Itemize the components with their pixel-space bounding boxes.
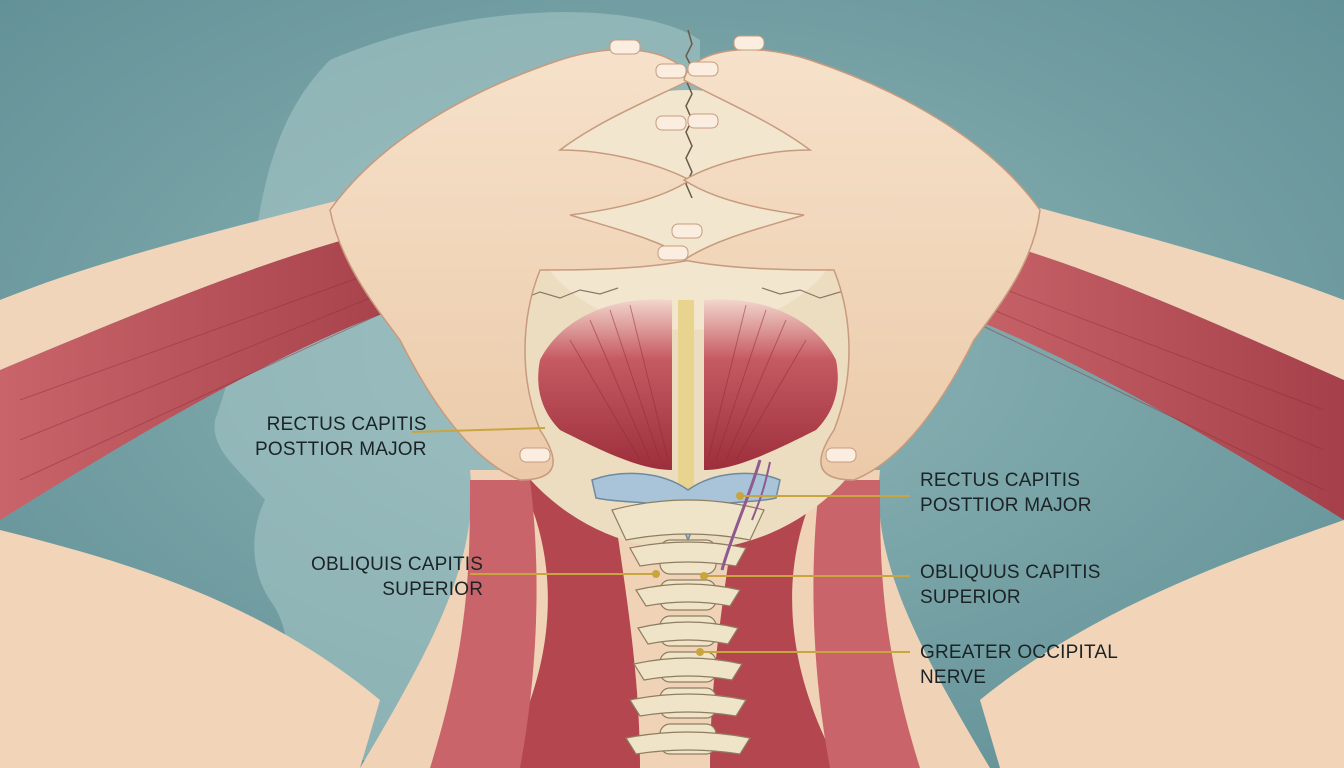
right-forearm (950, 240, 1344, 520)
label-obliquis-capitis-left: OBLIQUIS CAPITIS SUPERIOR (311, 552, 483, 602)
right-shoulder (980, 520, 1344, 768)
label-line: OBLIQUIS CAPITIS (311, 554, 484, 575)
nuchal-ligament (678, 300, 694, 490)
right-scm (813, 480, 920, 768)
label-rectus-capitis-left: RECTUS CAPITIS POSTTIOR MAJOR (255, 412, 427, 462)
left-forearm-skin (0, 200, 380, 370)
label-line: POSTTIOR MAJOR (920, 495, 1092, 516)
right-hand (682, 48, 1041, 481)
left-forearm (0, 230, 420, 520)
label-line: SUPERIOR (382, 579, 484, 600)
label-obliquus-capitis-right: OBLIQUUS CAPITIS SUPERIOR (920, 560, 1101, 610)
label-greater-occipital-nerve: GREATER OCCIPITAL NERVE (920, 640, 1118, 690)
label-line: RECTUS CAPITIS (920, 470, 1081, 491)
left-hand (329, 48, 692, 481)
label-line: POSTTIOR MAJOR (255, 439, 427, 460)
label-line: OBLIQUUS CAPITIS (920, 562, 1101, 583)
sagittal-suture (685, 29, 693, 199)
label-line: GREATER OCCIPITAL (920, 642, 1119, 663)
label-line: SUPERIOR (920, 587, 1021, 608)
leader-rcpm-left (411, 427, 546, 433)
left-scm (430, 480, 537, 768)
greater-occipital-nerve (720, 459, 762, 571)
cervical-spine (611, 499, 765, 755)
leader-lines (411, 427, 910, 656)
label-line: RECTUS CAPITIS (266, 414, 427, 435)
left-neck-muscle (500, 480, 640, 768)
right-forearm-skin (990, 200, 1344, 380)
label-rectus-capitis-right: RECTUS CAPITIS POSTTIOR MAJOR (920, 468, 1092, 518)
left-shoulder (0, 530, 380, 768)
label-line: NERVE (920, 667, 987, 688)
